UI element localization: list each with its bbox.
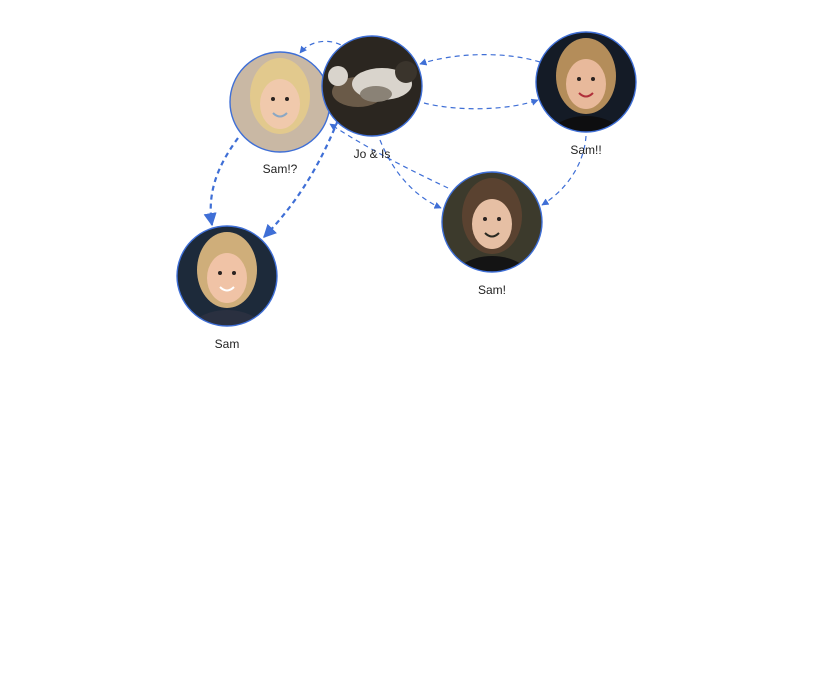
node-sam-q[interactable]: Sam!? <box>229 51 331 188</box>
node-border <box>535 31 637 133</box>
edges-layer <box>203 40 587 238</box>
node-label: Sam! <box>478 283 506 297</box>
edge-jo-is-to-sam-ex2[interactable] <box>423 98 539 110</box>
node-sam-ex2[interactable]: Sam!! <box>535 31 637 168</box>
edge-sam-ex-to-sam-q[interactable] <box>329 123 449 189</box>
node-jo-is[interactable]: Jo & Is <box>321 35 423 161</box>
edge-sam-ex2-to-sam-ex[interactable] <box>541 135 587 206</box>
edge-jo-is-to-sam-ex[interactable] <box>379 139 442 209</box>
node-border <box>441 171 543 273</box>
node-label: Sam <box>215 337 240 351</box>
nodes-layer: Sam!? Jo & Is Sam!! Sam! Sam <box>176 31 637 362</box>
node-sam-ex[interactable]: Sam! <box>441 171 543 308</box>
node-border <box>176 225 278 327</box>
edge-jo-is-to-sam[interactable] <box>263 119 340 238</box>
edge-sam-q-to-sam[interactable] <box>203 137 239 227</box>
node-border <box>321 35 423 137</box>
node-label: Jo & Is <box>354 147 391 161</box>
node-label: Sam!! <box>570 143 601 157</box>
node-label: Sam!? <box>263 162 298 176</box>
node-sam[interactable]: Sam <box>176 225 278 362</box>
cats-image <box>322 36 422 136</box>
edge-sam-ex2-to-jo-is[interactable] <box>419 54 541 66</box>
